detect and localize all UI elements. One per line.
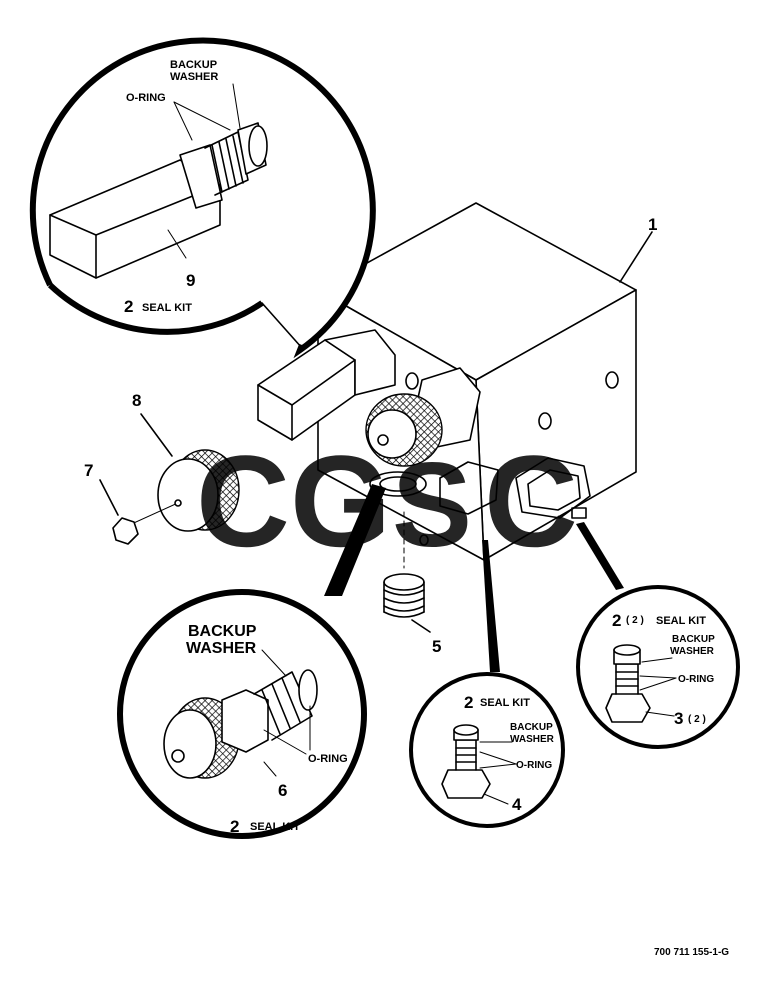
- watermark-letter: C: [196, 428, 290, 574]
- mid-seal-kit: SEAL KIT: [480, 697, 530, 709]
- callout-9: 9: [186, 271, 195, 290]
- block-ports: [369, 457, 591, 519]
- right-backup-label: BACKUP: [672, 634, 715, 645]
- detail-cartridge-4: 2 SEAL KIT BACKUP WASHER O-RING 4: [409, 540, 565, 828]
- detail-cartridge-3: 2 ( 2 ) SEAL KIT BACKUP WASHER O-RING 3 …: [576, 522, 740, 749]
- right-oring-label: O-RING: [678, 674, 714, 685]
- leader-1: [619, 231, 653, 283]
- drawing-number: 700 711 155-1-G: [654, 947, 729, 958]
- top-backup-label: BACKUP: [170, 59, 217, 71]
- watermark-letter: C: [484, 428, 578, 574]
- mid-seal-num: 2: [464, 693, 473, 712]
- left-seal-num: 2: [230, 817, 239, 836]
- relief-cartridge-mounted: [257, 329, 396, 441]
- mid-oring-label: O-RING: [516, 760, 552, 771]
- left-seal-kit: SEAL KIT: [250, 821, 300, 833]
- detail-relief-cartridge: BACKUP WASHER O-RING 9 2 SEAL KIT: [29, 37, 376, 359]
- callout-3-qty: ( 2 ): [688, 714, 706, 725]
- mid-washer-label: WASHER: [510, 734, 555, 745]
- callout-8: 8: [132, 391, 141, 410]
- detail-valve: BACKUP WASHER O-RING 6 2 SEAL KIT: [117, 484, 386, 839]
- knob-item-8: [124, 413, 240, 532]
- callout-6: 6: [278, 781, 287, 800]
- top-seal-kit: SEAL KIT: [142, 302, 192, 314]
- callout-5: 5: [432, 637, 441, 656]
- left-washer-label: WASHER: [186, 640, 257, 657]
- watermark-letter: G: [290, 428, 391, 574]
- mid-backup-label: BACKUP: [510, 722, 553, 733]
- right-seal-kit: SEAL KIT: [656, 615, 706, 627]
- top-oring-label: O-RING: [126, 92, 166, 104]
- cap-item-7: [99, 479, 139, 545]
- right-seal-num: 2: [612, 611, 621, 630]
- callout-3: 3: [674, 709, 683, 728]
- watermark-letter: S: [392, 438, 472, 572]
- callout-7: 7: [84, 461, 93, 480]
- top-washer-label: WASHER: [170, 71, 218, 83]
- right-seal-qty: ( 2 ): [626, 615, 644, 626]
- plug-item-5: [383, 511, 431, 633]
- left-oring-label: O-RING: [308, 753, 348, 765]
- watermark: C G S C: [196, 428, 578, 574]
- top-seal-num: 2: [124, 297, 133, 316]
- right-washer-label: WASHER: [670, 646, 715, 657]
- left-backup-label: BACKUP: [188, 623, 257, 640]
- callout-4: 4: [512, 795, 522, 814]
- callout-1: 1: [648, 215, 657, 234]
- valve-mounted-in-block: [365, 367, 481, 467]
